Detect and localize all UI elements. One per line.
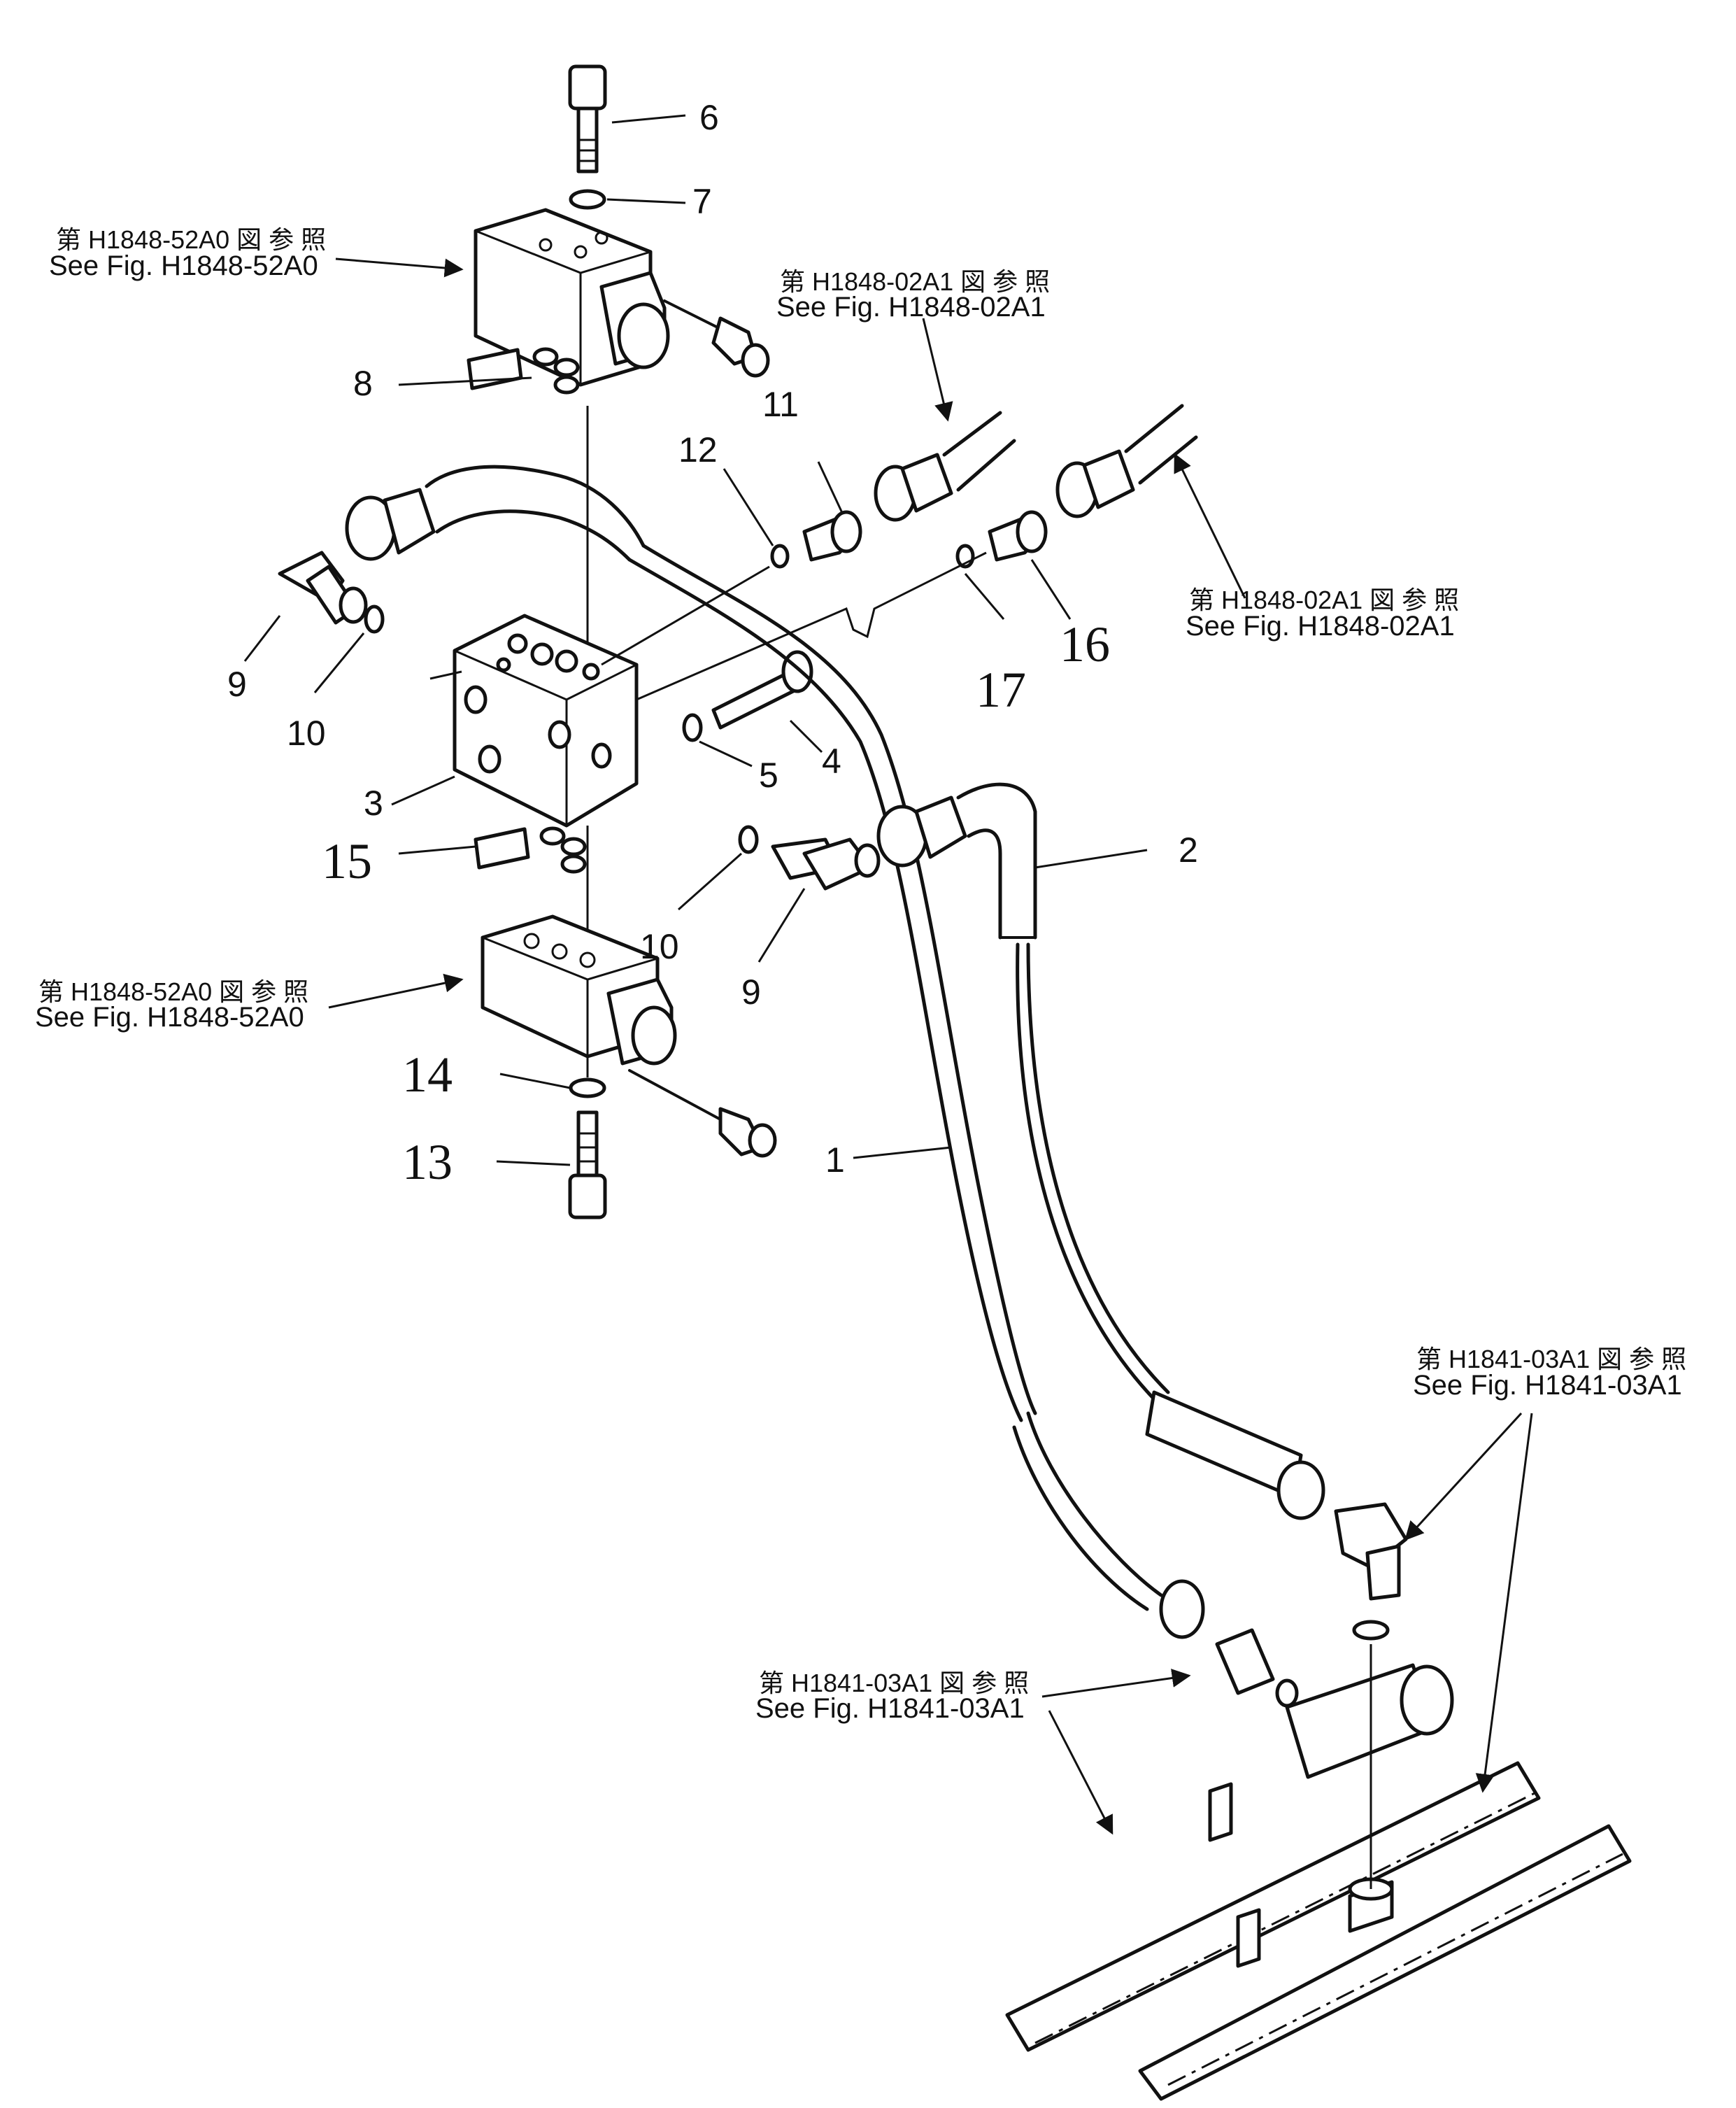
callout-11: 11 [762,385,799,424]
hose-2 [876,782,1325,1520]
o-ring-10-lower [738,825,759,854]
hose-end-upper-middle [874,411,1016,522]
callout-7: 7 [692,182,712,221]
reference-label-jp-3: 第 H1848-02A1 図 参 照 [1189,586,1459,614]
callout-14: 14 [402,1047,453,1103]
adapter-11 [802,510,862,562]
callout-13: 13 [402,1134,453,1190]
reference-label-jp-4: 第 H1848-52A0 図 参 照 [38,977,308,1006]
hose-1 [345,465,1205,1639]
callout-9-lower: 9 [741,972,761,1012]
o-ring-10-upper [364,604,385,634]
callout-8: 8 [353,364,373,403]
reference-label-jp-5: 第 H1841-03A1 図 参 照 [1416,1345,1686,1373]
reference-label-en-5: See Fig. H1841-03A1 [1413,1370,1682,1401]
elbow-fitting-9-lower [771,837,881,891]
bolt-4 [711,650,813,730]
bolt-13 [568,1110,607,1219]
reference-label-en-1: See Fig. H1848-52A0 [49,250,318,281]
o-rings-15 [474,826,587,874]
callout-17: 17 [976,662,1026,718]
washer-14 [569,1077,606,1098]
leader-lines [243,114,1148,1166]
callout-15: 15 [322,833,372,889]
reference-label-jp-2: 第 H1848-02A1 図 参 照 [780,267,1050,296]
callout-4: 4 [822,742,841,781]
callout-10-lower: 10 [640,927,679,966]
adapter-lower [1215,1628,1299,1708]
callout-5: 5 [759,756,778,795]
washer-7 [569,189,606,210]
manifold-block-3 [453,614,639,828]
callout-10-upper: 10 [287,714,326,753]
lower-solenoid-valve [481,914,777,1158]
reference-label-jp-6: 第 H1841-03A1 図 参 照 [759,1669,1029,1697]
callout-3: 3 [364,784,383,823]
bolt-6 [568,64,607,174]
o-ring-12 [770,544,790,569]
tube-assembly [1005,1644,1632,2101]
reference-label-en-6: See Fig. H1841-03A1 [755,1693,1025,1724]
callout-2: 2 [1179,830,1198,870]
upper-solenoid-valve [474,208,770,387]
callout-6: 6 [699,98,719,137]
hose-end-upper-right [1055,404,1198,518]
callout-9-upper: 9 [227,665,247,704]
elbow-fitting-tube [1334,1502,1408,1641]
elbow-fitting-9-upper [278,551,368,625]
washer-5 [682,713,703,742]
adapter-16 [988,510,1048,562]
reference-label-jp-1: 第 H1848-52A0 図 参 照 [56,225,326,254]
callout-16: 16 [1060,616,1110,672]
link-line-manifold [601,551,987,701]
reference-arrows [328,257,1533,1835]
reference-label-en-4: See Fig. H1848-52A0 [35,1002,304,1033]
reference-label-en-2: See Fig. H1848-02A1 [776,292,1046,323]
callout-1: 1 [825,1140,845,1180]
reference-label-en-3: See Fig. H1848-02A1 [1186,611,1455,642]
callout-12: 12 [678,430,718,469]
